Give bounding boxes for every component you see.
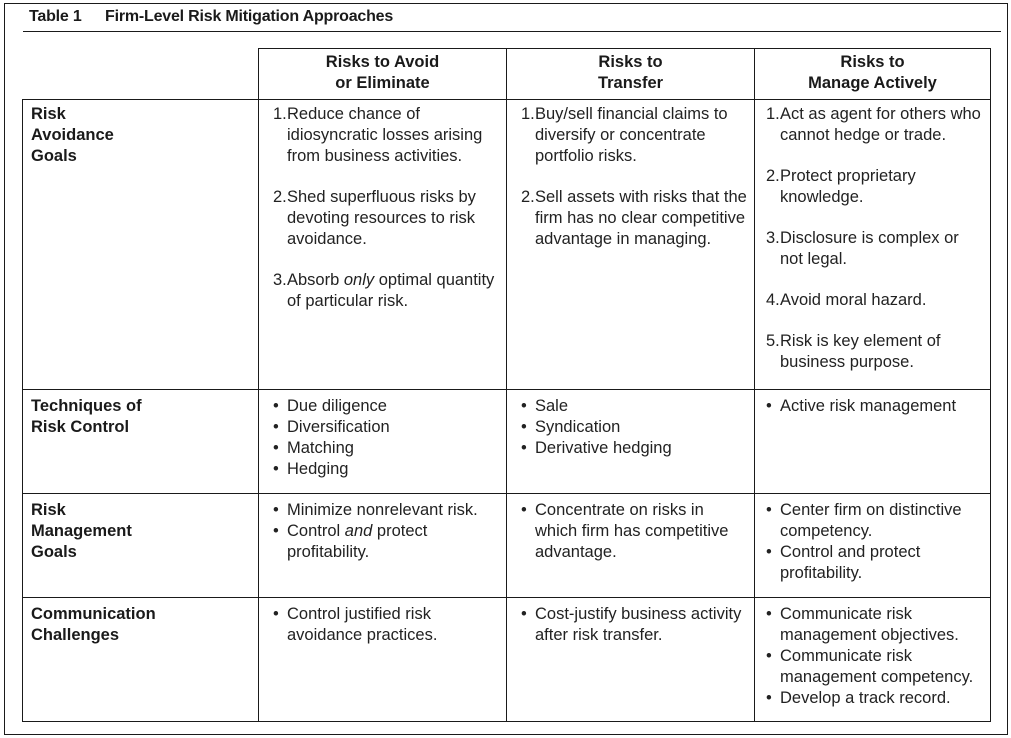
item-text: Control [287, 522, 345, 540]
list-item: 1.Reduce chance of idiosyncratic losses … [273, 104, 500, 167]
item-number: 4. [766, 291, 780, 309]
list-item: Sale [521, 396, 748, 417]
row-label-line: Risk [31, 105, 66, 123]
cell-communication-manage: Communicate risk management objectives. … [755, 600, 991, 709]
row-label-line: Goals [31, 147, 77, 165]
item-text: Buy/sell financial claims to diversify o… [535, 105, 728, 165]
table-title: Firm-Level Risk Mitigation Approaches [105, 8, 394, 25]
item-text: Shed superfluous risks by devoting resou… [287, 188, 476, 248]
row-label-line: Techniques of [31, 397, 142, 415]
column-header-line: Transfer [597, 74, 664, 92]
item-text: Protect proprietary knowledge. [780, 167, 916, 206]
table-number: Table 1 [29, 8, 82, 25]
cell-techniques-transfer: Sale Syndication Derivative hedging [507, 392, 754, 459]
list-item: 2. Shed superfluous risks by devoting re… [273, 187, 500, 250]
column-header-manage: Risks to Manage Actively [754, 48, 991, 100]
list-item: 2.Sell assets with risks that the firm h… [521, 187, 748, 250]
column-header-transfer: Risks to Transfer [506, 48, 754, 100]
row-label-line: Challenges [31, 626, 120, 644]
cell-management-transfer: Concentrate on risks in which firm has c… [507, 496, 754, 563]
list-item: 4.Avoid moral hazard. [766, 290, 985, 311]
column-divider [258, 99, 259, 722]
table-frame [4, 3, 1008, 735]
item-number: 1. [273, 105, 287, 123]
item-text: protect profitability. [287, 522, 428, 561]
row-label-line: Goals [31, 543, 77, 561]
list-item: Communicate risk management competency. [766, 646, 985, 688]
item-number: 3. [273, 271, 287, 289]
list-item: 2.Protect proprietary knowledge. [766, 166, 985, 208]
cell-management-manage: Center firm on distinctive competency. C… [755, 496, 991, 584]
item-emphasis: and [344, 522, 373, 540]
item-text: Minimize nonrelevant risk. [287, 501, 478, 519]
list-item: Develop a track record. [766, 688, 985, 709]
list-item: Center firm on distinctive competency. [766, 500, 985, 542]
row-label-communication: Communication Challenges [23, 600, 258, 646]
cell-management-avoid: Minimize nonrelevant risk. Control and p… [259, 496, 506, 563]
item-text: Disclosure is complex or not legal. [780, 229, 959, 268]
list-item: Active risk management [766, 396, 985, 417]
row-label-line: Communication [31, 605, 156, 623]
row-label-techniques: Techniques of Risk Control [23, 392, 258, 438]
cell-communication-transfer: Cost-justify business activity after ris… [507, 600, 754, 646]
list-item: 3.Disclosure is complex or not legal. [766, 228, 985, 270]
cell-communication-avoid: Control justified risk avoidance practic… [259, 600, 506, 646]
cell-techniques-avoid: Due diligence Diversification Matching H… [259, 392, 506, 480]
cell-techniques-manage: Active risk management [755, 392, 991, 417]
item-number: 2. [766, 167, 780, 185]
item-text: optimal quantity of particular risk. [287, 271, 495, 310]
column-header-line: Manage Actively [808, 74, 937, 92]
column-header-avoid: Risks to Avoid or Eliminate [258, 48, 506, 100]
list-item: 1.Act as agent for others who cannot hed… [766, 104, 985, 146]
item-number: 1. [766, 105, 780, 123]
list-item: Control and protect profitability. [273, 521, 500, 563]
list-item: Cost-justify business activity after ris… [521, 604, 748, 646]
list-item: 5.Risk is key element of business purpos… [766, 331, 985, 373]
cell-avoidance-manage: 1.Act as agent for others who cannot hed… [755, 100, 991, 373]
list-item: Due diligence [273, 396, 500, 417]
list-item: Concentrate on risks in which firm has c… [521, 500, 748, 563]
row-label-line: Avoidance [31, 126, 114, 144]
item-text: Avoid moral hazard. [780, 291, 927, 309]
item-emphasis: only [343, 271, 375, 289]
item-text: Sell assets with risks that the firm has… [535, 188, 747, 248]
list-item: Syndication [521, 417, 748, 438]
cell-avoidance-avoid: 1.Reduce chance of idiosyncratic losses … [259, 100, 506, 312]
list-item: Hedging [273, 459, 500, 480]
column-header-line: Risks to [598, 53, 663, 71]
row-label-line: Management [31, 522, 132, 540]
column-divider [506, 99, 507, 722]
item-number: 2. [521, 188, 535, 206]
column-header-line: Risks to [840, 53, 905, 71]
list-item: Communicate risk management objectives. [766, 604, 985, 646]
item-text: Risk is key element of business purpose. [780, 332, 941, 371]
item-number: 5. [766, 332, 780, 350]
item-number: 1. [521, 105, 535, 123]
item-text: Absorb [287, 271, 344, 289]
column-header-line: Risks to Avoid [325, 53, 440, 71]
cell-avoidance-transfer: 1.Buy/sell financial claims to diversify… [507, 100, 754, 250]
list-item: 3.Absorb only optimal quantity of partic… [273, 270, 500, 312]
row-label-line: Risk [31, 501, 66, 519]
list-item: Derivative hedging [521, 438, 748, 459]
list-item: Matching [273, 438, 500, 459]
list-item: Control and protect profitability. [766, 542, 985, 584]
caption-rule [23, 31, 1001, 32]
item-text: Reduce chance of idiosyncratic losses ar… [287, 105, 483, 165]
row-label-avoidance-goals: Risk Avoidance Goals [23, 100, 258, 389]
list-item: Minimize nonrelevant risk. [273, 500, 500, 521]
item-number: 2. [273, 188, 287, 206]
row-label-line: Risk Control [31, 418, 130, 436]
row-label-management-goals: Risk Management Goals [23, 496, 258, 563]
column-divider [754, 99, 755, 722]
table-caption: Table 1 Firm-Level Risk Mitigation Approa… [29, 8, 393, 26]
column-header-line: or Eliminate [335, 74, 430, 92]
item-text: Act as agent for others who cannot hedge… [780, 105, 981, 144]
list-item: 1.Buy/sell financial claims to diversify… [521, 104, 748, 167]
list-item: Diversification [273, 417, 500, 438]
list-item: Control justified risk avoidance practic… [273, 604, 500, 646]
item-number: 3. [766, 229, 780, 247]
